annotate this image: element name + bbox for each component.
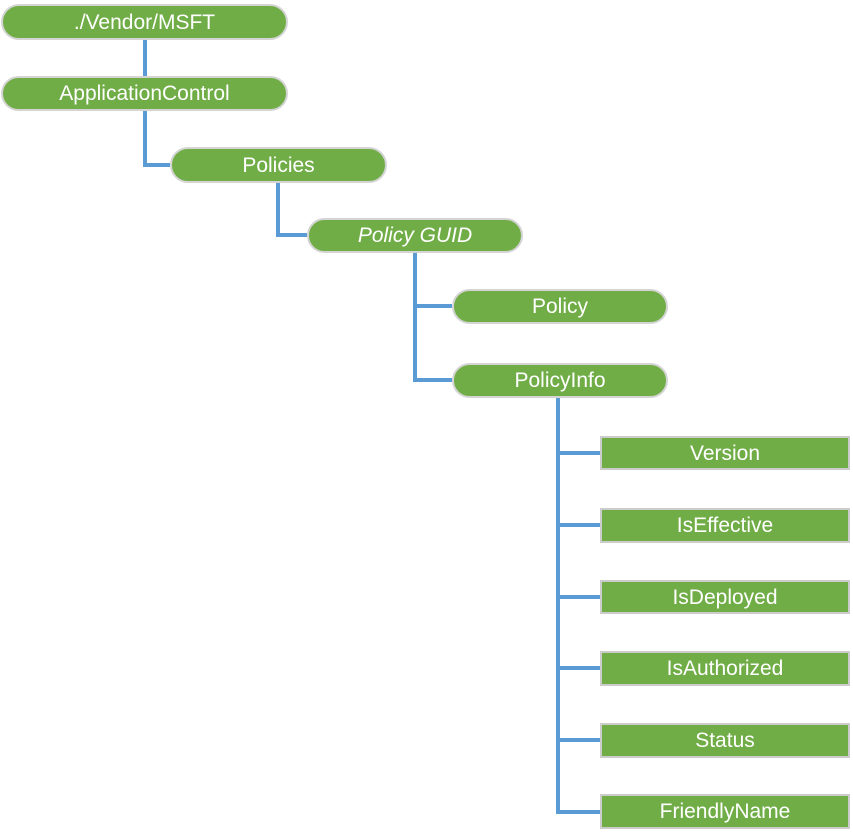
node-application-control: ApplicationControl bbox=[1, 76, 288, 111]
connector-policies-to-policyguid-horizontal bbox=[276, 233, 307, 237]
node-policy: Policy bbox=[452, 289, 668, 324]
connector-applicationcontrol-to-policies-vertical bbox=[143, 111, 147, 167]
connector-applicationcontrol-to-policies-horizontal bbox=[143, 163, 170, 167]
node-is-authorized: IsAuthorized bbox=[600, 651, 850, 686]
connector-policyinfo-to-version bbox=[556, 451, 600, 455]
node-policies: Policies bbox=[170, 147, 387, 183]
connector-policyinfo-to-status bbox=[556, 738, 600, 742]
connector-policyinfo-to-iseffective bbox=[556, 523, 600, 527]
node-is-deployed: IsDeployed bbox=[600, 580, 850, 614]
connector-policyguid-to-policyinfo bbox=[413, 378, 452, 382]
node-friendly-name: FriendlyName bbox=[600, 794, 850, 829]
node-vendor-msft: ./Vendor/MSFT bbox=[1, 4, 288, 40]
connector-policyinfo-to-isdeployed bbox=[556, 595, 600, 599]
connector-policyinfo-trunk bbox=[556, 398, 560, 814]
node-policy-guid: Policy GUID bbox=[307, 218, 523, 253]
connector-policyinfo-to-isauthorized bbox=[556, 666, 600, 670]
connector-policies-to-policyguid-vertical bbox=[276, 183, 280, 237]
node-is-effective: IsEffective bbox=[600, 508, 850, 543]
node-policy-info: PolicyInfo bbox=[452, 363, 668, 398]
connector-policyguid-to-policy bbox=[413, 304, 452, 308]
connector-policyguid-trunk bbox=[413, 253, 417, 382]
connector-policyinfo-to-friendlyname bbox=[556, 810, 600, 814]
connector-vendor-to-applicationcontrol bbox=[143, 40, 147, 76]
node-status: Status bbox=[600, 723, 850, 758]
node-version: Version bbox=[600, 436, 850, 470]
